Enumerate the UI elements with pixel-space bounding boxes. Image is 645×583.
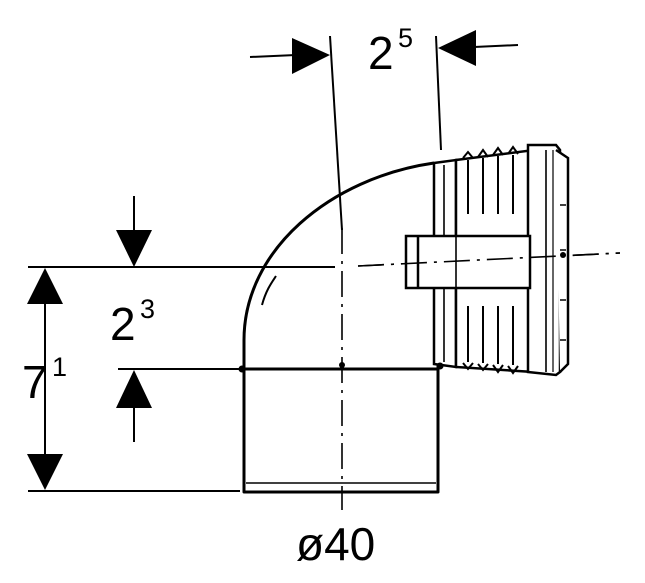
threaded-connector	[404, 143, 570, 377]
arrow-right-icon	[292, 38, 330, 74]
dim-top-offset-base: 2	[368, 27, 394, 79]
dim-diameter: ø40	[296, 518, 375, 570]
dim-left-offset-sup: 3	[140, 294, 155, 324]
joint-dots	[238, 252, 566, 373]
connector-axis	[357, 252, 621, 267]
arrow-left-icon	[438, 30, 476, 66]
dim-total-height-sup: 1	[52, 352, 67, 382]
dim-left-offset-base: 2	[110, 298, 136, 350]
dim-total-height-base: 7	[22, 356, 48, 408]
dimension-reference-lines	[28, 35, 519, 492]
dim-top-offset-sup: 5	[398, 23, 413, 53]
arrow-up-icon	[116, 370, 152, 408]
inner-bend-hint	[261, 275, 277, 306]
dimension-arrows	[27, 30, 476, 490]
elbow-body	[242, 161, 446, 494]
dim-total-height: 7 1	[22, 352, 67, 408]
dim-left-offset: 2 3	[110, 294, 155, 350]
dim-top-offset: 2 5	[368, 23, 413, 79]
arrow-down-icon	[27, 454, 63, 490]
arrow-up-icon	[27, 268, 63, 304]
arrow-down-icon	[116, 230, 152, 267]
